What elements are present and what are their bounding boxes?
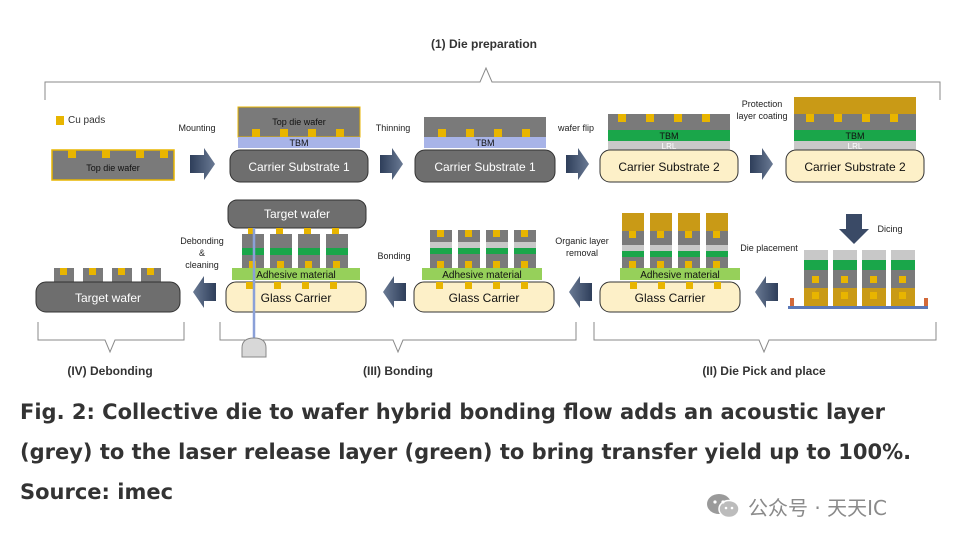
svg-text:LRL: LRL [848, 142, 863, 151]
diced-die [833, 250, 857, 306]
step-organic-removal-2: removal [566, 248, 598, 258]
svg-text:TBM: TBM [660, 131, 679, 141]
debonded-wafer-stage: Target wafer [35, 268, 181, 313]
step-debonding-3: cleaning [185, 260, 219, 270]
svg-text:Carrier Substrate 2: Carrier Substrate 2 [804, 160, 906, 174]
svg-text:Glass Carrier: Glass Carrier [261, 291, 332, 305]
section-die-preparation: (1) Die preparation [431, 37, 537, 51]
debonded-die [141, 268, 161, 282]
step-dicing: Dicing [877, 224, 902, 234]
section-bonding: (III) Bonding [363, 364, 433, 378]
step-thinning: Thinning [376, 123, 411, 133]
bonding-stage: Target wafer Adhesive material Glass Car… [225, 199, 367, 358]
step-protection-coating-1: Protection [742, 99, 783, 109]
mounted-wafer-stage: Top die wafer TBM Carrier Substrate 1 [229, 106, 369, 183]
removed-die [458, 230, 480, 268]
step-organic-removal-1: Organic layer [555, 236, 609, 246]
section-debonding: (IV) Debonding [67, 364, 152, 378]
step-bonding: Bonding [377, 251, 410, 261]
placed-die [622, 213, 644, 268]
watermark-text: 公众号 · 天天IC [748, 495, 887, 520]
laser-source [241, 337, 267, 358]
debonded-die [54, 268, 74, 282]
placed-die [650, 213, 672, 268]
caption-line-1: Fig. 2: Collective die to wafer hybrid b… [20, 400, 885, 424]
diced-dies-stage [788, 250, 928, 309]
step-debonding-2: & [199, 248, 205, 258]
organic-removed-stage: Adhesive material Glass Carrier [413, 230, 555, 313]
caption-line-2: (grey) to the laser release layer (green… [20, 440, 912, 464]
svg-text:Carrier Substrate 1: Carrier Substrate 1 [248, 160, 350, 174]
debonded-die [83, 268, 103, 282]
placed-dies-stage: Adhesive material Glass Carrier [599, 213, 741, 313]
diced-die [891, 250, 915, 306]
svg-text:Carrier Substrate 1: Carrier Substrate 1 [434, 160, 536, 174]
svg-text:TBM: TBM [476, 138, 495, 148]
svg-text:Target wafer: Target wafer [75, 291, 141, 305]
figure-caption: Fig. 2: Collective die to wafer hybrid b… [20, 392, 940, 512]
step-debonding-1: Debonding [180, 236, 224, 246]
diced-die [804, 250, 828, 306]
wechat-icon [707, 494, 740, 519]
svg-text:Adhesive material: Adhesive material [256, 270, 335, 281]
left-arrow-icon [193, 276, 216, 308]
right-arrow-icon [750, 148, 773, 180]
left-arrow-icon [755, 276, 778, 308]
svg-text:Target wafer: Target wafer [264, 207, 330, 221]
step-protection-coating-2: layer coating [736, 111, 787, 121]
cu-pad-legend-swatch [56, 116, 64, 125]
watermark: 公众号 · 天天IC [706, 490, 887, 522]
section-die-pick-place: (II) Die Pick and place [702, 364, 826, 378]
diagram-canvas: (1) Die preparation (IV) Debonding (III)… [35, 37, 941, 378]
svg-text:Glass Carrier: Glass Carrier [635, 291, 706, 305]
svg-text:Adhesive material: Adhesive material [640, 270, 719, 281]
right-arrow-icon [566, 148, 589, 180]
right-arrow-icon [190, 148, 215, 180]
flipped-wafer-stage: TBM LRL Carrier Substrate 2 [599, 114, 739, 183]
svg-text:Carrier Substrate 2: Carrier Substrate 2 [618, 160, 720, 174]
bonded-die [298, 228, 320, 268]
bonded-die [270, 228, 292, 268]
thinned-wafer-stage: TBM Carrier Substrate 1 [414, 117, 556, 183]
top-die-wafer-stage: Top die wafer [51, 149, 175, 181]
step-mounting: Mounting [178, 123, 215, 133]
cu-pads-label: Cu pads [68, 115, 105, 126]
debonded-die [112, 268, 132, 282]
placed-die [706, 213, 728, 268]
removed-die [514, 230, 536, 268]
bracket-icon [44, 66, 941, 100]
down-arrow-icon [839, 214, 869, 244]
protection-coated-stage: TBM LRL Carrier Substrate 2 [785, 97, 925, 183]
caption-source: Source: imec [20, 480, 174, 504]
step-die-placement: Die placement [740, 243, 798, 253]
bracket-icon [37, 322, 937, 354]
right-arrow-icon [380, 148, 403, 180]
bonded-die [326, 228, 348, 268]
svg-text:TBM: TBM [290, 138, 309, 148]
svg-text:Adhesive material: Adhesive material [442, 270, 521, 281]
left-arrow-icon [569, 276, 592, 308]
svg-text:TBM: TBM [846, 131, 865, 141]
svg-text:Top die wafer: Top die wafer [86, 163, 140, 173]
svg-text:LRL: LRL [662, 142, 677, 151]
step-wafer-flip: wafer flip [557, 123, 594, 133]
svg-text:Top die wafer: Top die wafer [272, 117, 326, 127]
svg-text:Glass Carrier: Glass Carrier [449, 291, 520, 305]
placed-die [678, 213, 700, 268]
removed-die [486, 230, 508, 268]
diced-die [862, 250, 886, 306]
removed-die [430, 230, 452, 268]
left-arrow-icon [383, 276, 406, 308]
